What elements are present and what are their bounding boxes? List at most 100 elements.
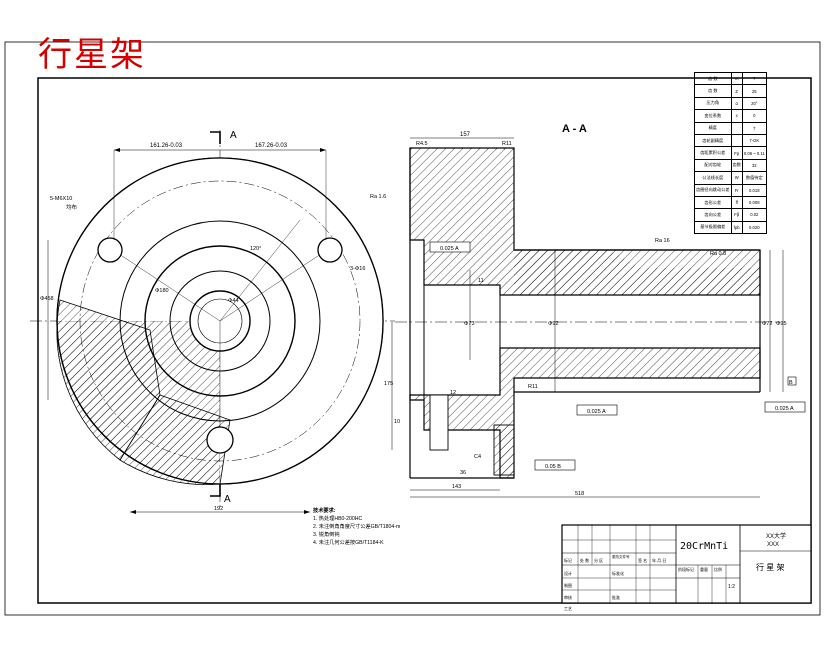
label-change: 更改文件号: [612, 554, 630, 559]
param-cell: 0.06 ~ 0.11: [741, 146, 767, 160]
param-cell: 7: [741, 71, 767, 86]
dim-bottom: 192: [214, 506, 223, 512]
tol-left: 0.025 A: [440, 246, 459, 252]
param-cell: 7: [741, 121, 767, 135]
param-cell: 齿 数: [694, 84, 732, 98]
label-mark: 标记: [564, 557, 572, 563]
drawing-frame: [37, 77, 812, 604]
label-zone: 分 区: [594, 557, 603, 563]
label-check: 审核: [564, 594, 572, 600]
dim-157: 157: [460, 132, 471, 138]
tol-bottom: 0.025 A: [587, 409, 606, 415]
param-cell: m: [730, 71, 743, 86]
label-weight: 重量: [700, 566, 708, 572]
tol-b: 0.05 B: [545, 464, 561, 470]
label-approve: 批准: [612, 594, 620, 600]
label-date: 年.月.日: [652, 557, 666, 563]
label-stage: 阶段标记: [678, 566, 694, 572]
front-view: [30, 130, 395, 514]
label-sign: 签 名: [638, 557, 647, 563]
tol-far-right: 0.025 A: [775, 406, 794, 412]
w-518: 518: [575, 491, 584, 497]
tech-note-item: 1. 热处理HB0-200HC: [313, 516, 363, 522]
dia-shaft: Φ72: [762, 321, 773, 327]
param-cell: 25: [741, 84, 767, 98]
param-cell: x: [730, 109, 743, 123]
label-drawn: 制图: [564, 582, 572, 588]
w-36: 36: [460, 470, 466, 476]
datum-b: B: [789, 380, 793, 386]
outer-border: [4, 41, 821, 616]
dim-top-left: 161.26-0.03: [150, 143, 183, 149]
param-cell: 精度: [694, 121, 732, 135]
param-cell: fpb: [730, 220, 743, 235]
section-title: A - A: [562, 123, 587, 135]
title-scale: 1:2: [728, 584, 735, 590]
drawing-title-red: 行星架: [38, 35, 146, 75]
r-top-right: R11: [502, 141, 512, 147]
tech-note-item: 4. 未注几何公差按GB/T1184-K: [313, 540, 384, 546]
param-cell: 齿轮副精度: [694, 133, 732, 148]
param-row: 齿轮副精度 7-GK: [694, 133, 767, 148]
param-cell: [730, 121, 743, 135]
param-cell: α: [730, 96, 743, 111]
title-part-name: 行 星 架: [756, 562, 784, 572]
param-cell: 0.018: [741, 183, 767, 197]
tech-notes-heading: 技术要求:: [313, 508, 336, 514]
dia-bore: Φ92: [548, 321, 559, 327]
ra-08: Ra 0.8: [710, 251, 726, 257]
w-12: 12: [450, 390, 456, 396]
w-10: 10: [394, 419, 400, 425]
r11-bottom: R11: [528, 384, 538, 390]
param-cell: Fr: [730, 183, 743, 197]
dim-top-right: 167.26-0.03: [255, 143, 288, 149]
tech-note-item: 2. 未注倒角角度尺寸公差GB/T1804-m: [313, 524, 401, 530]
title-block: [561, 524, 812, 604]
height-175: 175: [384, 381, 393, 387]
param-cell: 齿 数: [694, 71, 732, 86]
param-cell: 0.02: [741, 208, 767, 222]
cut-label-top: A: [230, 130, 237, 141]
label-design: 设计: [564, 570, 572, 576]
label-ratio: 比例: [714, 566, 722, 572]
ra-16: Ra 16: [655, 238, 670, 244]
param-cell: 齿圈径向跳动公差: [694, 183, 732, 197]
param-cell: 0.020: [741, 220, 767, 235]
param-row: 精度 7: [694, 121, 767, 135]
hole-note-right: 3-Φ16: [350, 266, 365, 272]
param-cell: Fβ: [730, 208, 743, 222]
dia-left: Φ458: [40, 296, 54, 302]
param-cell: 20°: [741, 96, 767, 111]
hole-note: 5-M6X10: [50, 196, 72, 202]
dia-inner: Φ73: [464, 321, 475, 327]
param-cell: 32: [741, 158, 767, 173]
dia-small: Φ44: [228, 298, 239, 304]
param-cell: 0: [741, 109, 767, 123]
param-cell: Z: [730, 84, 743, 98]
tech-note-item: 3. 锐角倒钝: [313, 532, 340, 538]
label-std: 标准化: [612, 570, 624, 576]
hole-note-sub: 均布: [66, 203, 78, 211]
dia-end: Φ95: [776, 321, 787, 327]
ra-right: Ra 1.6: [370, 194, 386, 200]
param-cell: 压力角: [694, 96, 732, 111]
param-cell: 基节极限偏差: [694, 220, 732, 235]
param-cell: 齿数: [730, 158, 743, 173]
dia-mid: Φ180: [155, 288, 169, 294]
param-cell: ff: [730, 195, 743, 210]
param-cell: W: [730, 171, 743, 185]
param-cell: [730, 133, 743, 148]
param-cell: 齿向公差: [694, 208, 732, 222]
param-cell: 数值待定: [741, 171, 767, 185]
param-cell: 7-GK: [741, 133, 767, 148]
param-cell: Fp: [730, 146, 743, 160]
